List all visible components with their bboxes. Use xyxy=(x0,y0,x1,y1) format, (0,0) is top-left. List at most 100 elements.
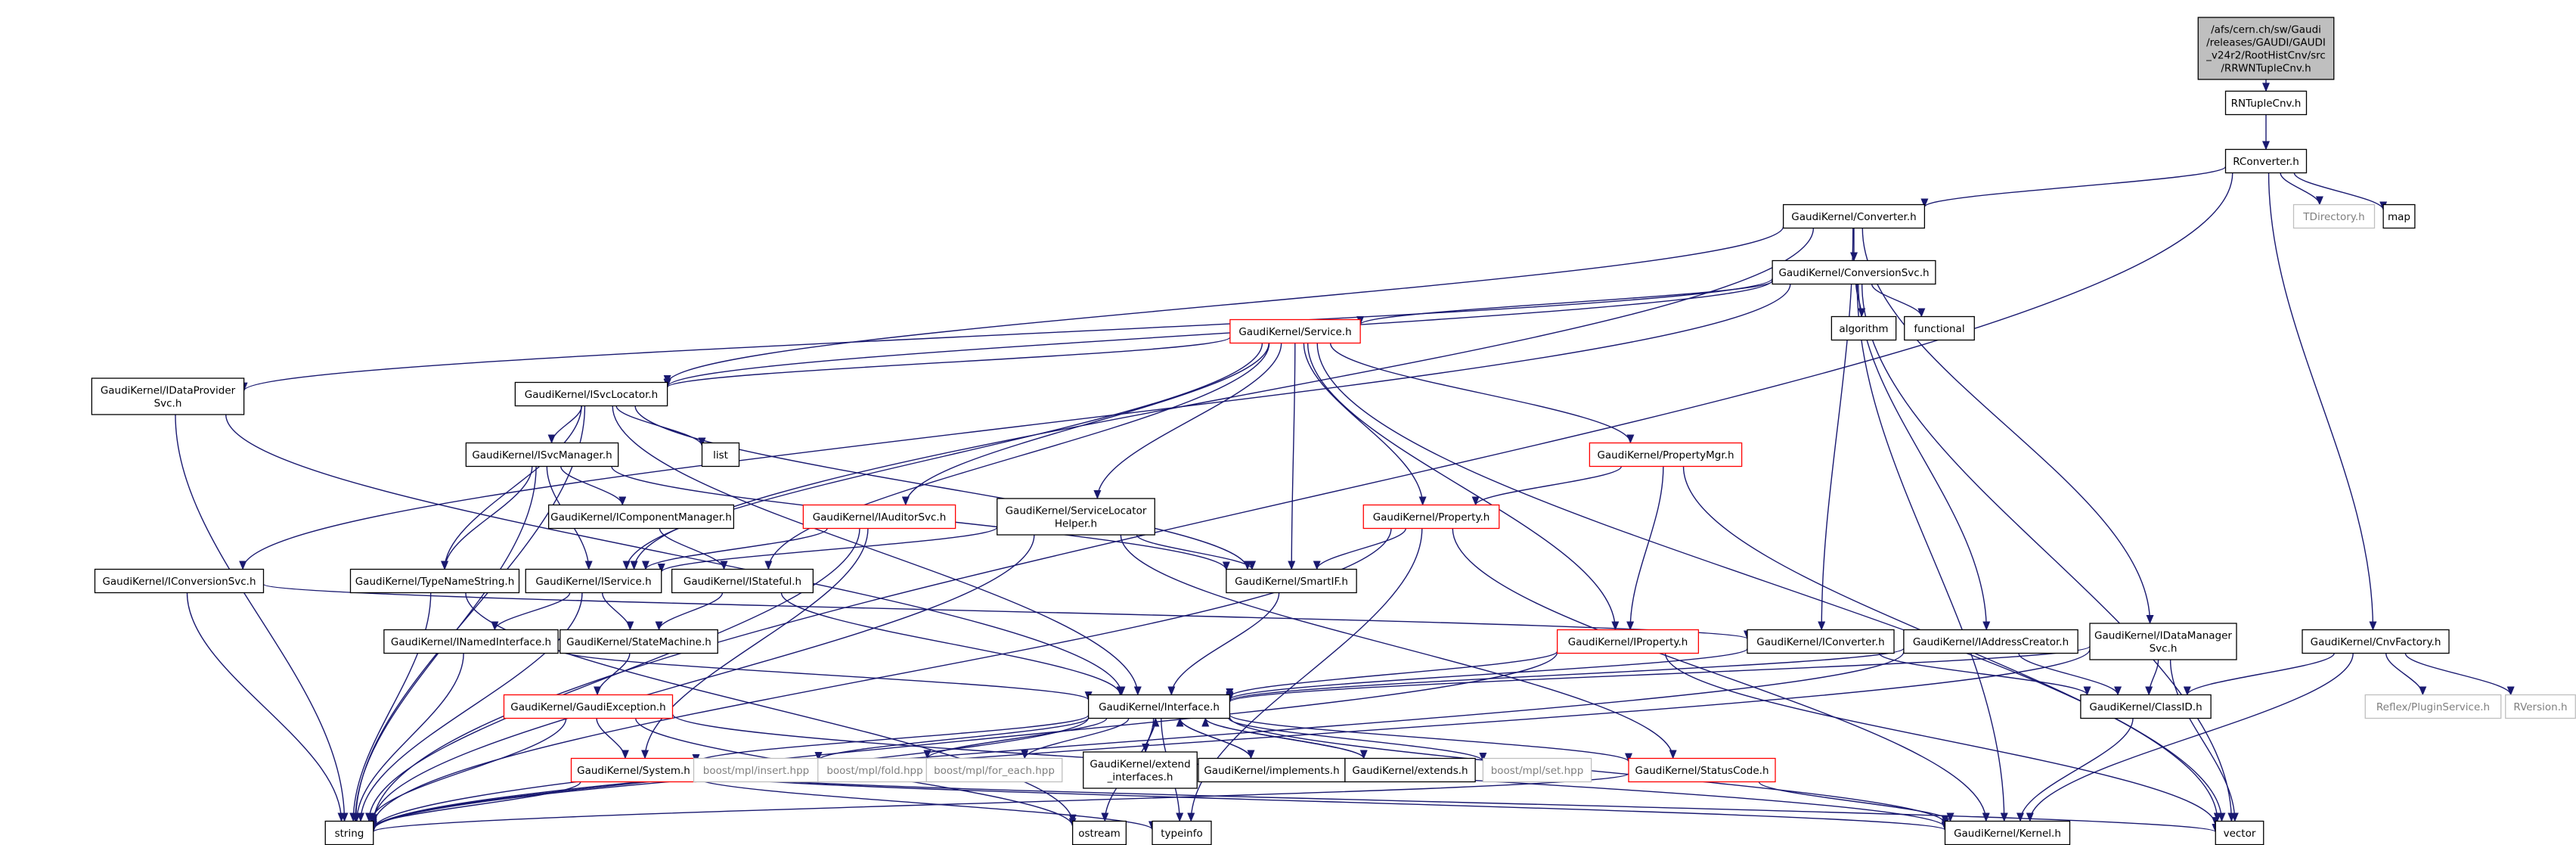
edge xyxy=(370,651,1905,831)
node-map[interactable]: map xyxy=(2382,203,2416,229)
node-property[interactable]: GaudiKernel/Property.h xyxy=(1362,504,1500,530)
node-box xyxy=(514,381,668,407)
node-cnvfactory[interactable]: GaudiKernel/CnvFactory.h xyxy=(2302,629,2450,654)
node-functional[interactable]: functional xyxy=(1904,315,1975,341)
edge-conversionsvc-to-kernel xyxy=(1856,284,2008,822)
edge xyxy=(663,337,1231,389)
node-typenamestring[interactable]: GaudiKernel/TypeNameString.h xyxy=(349,568,520,594)
edge xyxy=(2293,172,2388,211)
edge-service-to-servicelocatorhelper xyxy=(1093,343,1282,499)
node-kernel[interactable]: GaudiKernel/Kernel.h xyxy=(1944,820,2071,845)
node-box xyxy=(1229,318,1361,344)
node-vector[interactable]: vector xyxy=(2215,820,2264,845)
edge-service-to-smartif xyxy=(1288,343,1296,570)
edge xyxy=(1136,534,1256,570)
node-converter[interactable]: GaudiKernel/Converter.h xyxy=(1782,203,1926,229)
node-list[interactable]: list xyxy=(701,442,740,468)
node-iaddresscreator[interactable]: GaudiKernel/IAddressCreator.h xyxy=(1903,629,2078,654)
edge-iservice-to-string xyxy=(357,592,583,822)
edge xyxy=(1176,717,1252,759)
node-label: vector xyxy=(2224,828,2256,840)
edge xyxy=(370,772,1629,833)
node-box xyxy=(1083,751,1198,789)
edge xyxy=(365,528,860,822)
edge-rconverter-to-string xyxy=(369,172,2233,825)
node-box xyxy=(1904,315,1975,341)
node-interface[interactable]: GaudiKernel/Interface.h xyxy=(1087,694,1231,719)
edge-servicelocatorhelper-to-string xyxy=(369,534,1035,824)
node-rntuplecnv[interactable]: RNTupleCnv.h xyxy=(2224,90,2308,116)
node-propertymgr[interactable]: GaudiKernel/PropertyMgr.h xyxy=(1589,442,1743,468)
edge-idataprovider-to-interface xyxy=(225,414,1126,696)
node-extends[interactable]: GaudiKernel/extends.h xyxy=(1344,757,1476,783)
node-inamedinterface[interactable]: GaudiKernel/INamedInterface.h xyxy=(383,629,559,654)
edge-isvcmanager-to-typenamestring xyxy=(441,466,533,570)
node-box xyxy=(2197,17,2335,80)
node-label: GaudiKernel/Converter.h xyxy=(1791,211,1916,223)
node-rconverter[interactable]: RConverter.h xyxy=(2224,148,2308,174)
node-isvclocator[interactable]: GaudiKernel/ISvcLocator.h xyxy=(514,381,668,407)
edge xyxy=(1452,528,1990,822)
node-ostream[interactable]: ostream xyxy=(1071,820,1127,845)
node-label: GaudiKernel/IProperty.h xyxy=(1568,636,1688,648)
edge-isvclocator-to-smartif xyxy=(634,405,1251,570)
node-iservice[interactable]: GaudiKernel/IService.h xyxy=(525,568,662,594)
node-classid[interactable]: GaudiKernel/ClassID.h xyxy=(2080,694,2212,719)
node-iconverter[interactable]: GaudiKernel/IConverter.h xyxy=(1747,629,1895,654)
node-gaudiexception[interactable]: GaudiKernel/GaudiException.h xyxy=(503,694,674,719)
node-box xyxy=(570,757,697,783)
node-istateful[interactable]: GaudiKernel/IStateful.h xyxy=(671,568,814,594)
edge-interface-to-system xyxy=(692,714,1090,764)
edge xyxy=(2385,653,2427,696)
node-label: map xyxy=(2388,211,2410,223)
node-conversionsvc[interactable]: GaudiKernel/ConversionSvc.h xyxy=(1772,259,1936,285)
node-extendinterfaces[interactable]: GaudiKernel/extend_interfaces.h xyxy=(1083,751,1198,789)
node-statemachine[interactable]: GaudiKernel/StateMachine.h xyxy=(560,629,718,654)
edge xyxy=(1226,645,2091,703)
node-label: boost/mpl/set.hpp xyxy=(1491,765,1584,777)
node-system[interactable]: GaudiKernel/System.h xyxy=(570,757,697,783)
edge-converter-to-isvclocator xyxy=(663,226,1784,384)
edge xyxy=(441,405,582,570)
edge xyxy=(2016,718,2134,822)
edge xyxy=(2169,659,2239,822)
edge xyxy=(1356,280,1773,325)
edge-idatamanagersvc-to-vector xyxy=(2169,659,2239,822)
node-icomponentmanager[interactable]: GaudiKernel/IComponentManager.h xyxy=(547,504,735,530)
edge-conversionsvc-to-vector xyxy=(1861,284,2236,822)
node-iproperty[interactable]: GaudiKernel/IProperty.h xyxy=(1556,629,1700,654)
node-label: list xyxy=(713,449,728,461)
node-string[interactable]: string xyxy=(324,820,374,845)
node-typeinfo[interactable]: typeinfo xyxy=(1152,820,1212,845)
node-label: /releases/GAUDI/GAUDI xyxy=(2206,36,2326,48)
edge-layer xyxy=(175,79,2515,833)
edge xyxy=(370,649,2091,831)
edge-property-to-kernel xyxy=(1452,528,1990,822)
node-label: GaudiKernel/ClassID.h xyxy=(2089,701,2202,713)
edge xyxy=(369,781,581,828)
node-iauditorsvc[interactable]: GaudiKernel/IAuditorSvc.h xyxy=(802,504,956,530)
edge xyxy=(1226,648,1905,702)
edge xyxy=(2268,172,2377,631)
node-statuscode[interactable]: GaudiKernel/StatusCode.h xyxy=(1628,757,1776,783)
node-label: Svc.h xyxy=(154,397,182,409)
edge xyxy=(1329,343,1635,444)
edge xyxy=(2018,653,2122,696)
node-label: _v24r2/RootHistCnv/src xyxy=(2206,49,2326,61)
node-box xyxy=(2224,90,2308,116)
edge-rconverter-to-cnvfactory xyxy=(2268,172,2377,631)
node-iconversionsvc[interactable]: GaudiKernel/IConversionSvc.h xyxy=(94,568,265,594)
node-implements[interactable]: GaudiKernel/implements.h xyxy=(1198,757,1346,783)
node-box xyxy=(465,442,619,468)
edge xyxy=(663,280,1773,388)
node-smartif[interactable]: GaudiKernel/SmartIF.h xyxy=(1226,568,1357,594)
node-label: GaudiKernel/ServiceLocator xyxy=(1006,505,1147,517)
edge xyxy=(1861,284,2236,822)
node-isvcmanager[interactable]: GaudiKernel/ISvcManager.h xyxy=(465,442,619,468)
edge xyxy=(1226,651,1558,698)
node-algorithm[interactable]: algorithm xyxy=(1830,315,1897,341)
node-service[interactable]: GaudiKernel/Service.h xyxy=(1229,318,1361,344)
